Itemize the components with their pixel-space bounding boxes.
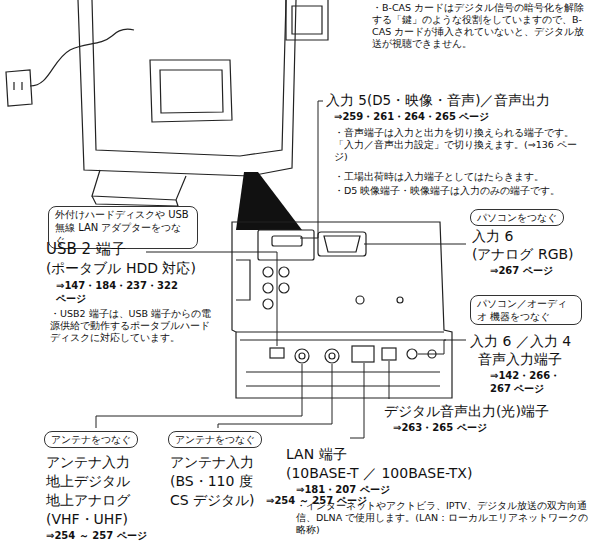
- terminal-heading: 入力 6 ／入力 4: [470, 333, 571, 351]
- illustration-stroke: [112, 29, 134, 36]
- illustration-stroke: [325, 349, 339, 363]
- illustration-stroke: [350, 363, 364, 438]
- illustration-stroke: [14, 82, 22, 90]
- terminal-heading: (アナログ RGB): [472, 246, 574, 264]
- illustration-stroke: [382, 348, 396, 360]
- page-ref: ⇒254 ～ 257 ページ: [266, 495, 367, 508]
- page-ref: ⇒259・261・264・265 ページ: [334, 111, 489, 124]
- connect-hint-box: パソコン／オーディオ 機器をつなぐ: [470, 295, 582, 325]
- page-ref: ⇒142・266・267 ページ: [490, 370, 574, 395]
- illustration-stroke: [324, 236, 360, 252]
- illustration-stroke: [6, 70, 32, 106]
- illustration-stroke: [270, 348, 284, 358]
- illustration-stroke: [246, 372, 440, 386]
- illustration-stroke: [92, 196, 178, 206]
- illustration-stroke: [299, 353, 305, 359]
- terminal-heading: (10BASE-T ／ 100BASE-TX): [286, 465, 472, 483]
- connect-hint-box: パソコンをつなぐ: [470, 209, 564, 226]
- illustration-stroke: [329, 353, 335, 359]
- illustration-stroke: [263, 299, 273, 309]
- illustration-stroke: [352, 346, 374, 362]
- illustration-stroke: [407, 349, 417, 359]
- note: ・USB2 端子は、USB 端子からの電源供給で動作するポータブルハードディスク…: [50, 308, 218, 344]
- terminal-heading: 地上デジタル: [46, 473, 130, 491]
- connect-hint-box: アンテナをつなぐ: [168, 431, 262, 448]
- page-ref: ⇒263・265 ページ: [393, 422, 487, 435]
- illustration-stroke: [279, 283, 289, 293]
- illustration-stroke: [96, 364, 302, 428]
- hint-text: パソコンをつなぐ: [477, 211, 557, 224]
- note: ・音声端子は入力と出力を切り換えられる端子です。「入力／音声出力設定」で切り換え…: [334, 127, 590, 163]
- terminal-heading: 音声入力端子: [478, 351, 562, 369]
- illustration-stroke: [364, 244, 466, 245]
- terminal-heading: LAN 端子: [286, 446, 347, 464]
- illustration-stroke: [236, 331, 444, 332]
- rear-panel: [232, 222, 452, 398]
- terminal-heading: (ポータブル HDD 対応): [46, 260, 196, 278]
- illustration-stroke: [263, 267, 273, 277]
- illustration-stroke: [92, 170, 186, 200]
- illustration-stroke: [292, 6, 322, 34]
- illustration-stroke: [236, 260, 250, 300]
- terminal-heading: アンテナ入力: [170, 454, 254, 472]
- note: ・工場出荷時は入力端子としてはたらきます。: [334, 171, 544, 183]
- hint-text: アンテナをつなぐ: [51, 433, 131, 446]
- page-ref: ⇒147・184・237・322 ページ: [56, 280, 186, 305]
- illustration-stroke: [240, 339, 446, 340]
- terminal-heading: CS デジタル): [170, 492, 255, 510]
- illustration-stroke: [272, 236, 302, 246]
- terminal-heading: (BS・110 度: [170, 473, 253, 491]
- terminal-heading: (VHF・UHF): [46, 511, 128, 529]
- terminal-heading: 入力 5(D5・映像・音声)／音声出力: [326, 92, 550, 109]
- page-ref: ⇒267 ページ: [490, 265, 553, 278]
- illustration-stroke: [418, 340, 466, 354]
- note: ・D5 映像端子・映像端子は入力のみの端子です。: [334, 185, 560, 197]
- illustration-stroke: [92, 0, 286, 156]
- terminal-heading: USB 2 端子: [46, 240, 126, 259]
- illustration-stroke: [286, 0, 328, 40]
- connect-hint-box: アンテナをつなぐ: [44, 431, 138, 448]
- illustration-stroke: [150, 60, 232, 122]
- note: ・B-CAS カードはデジタル信号の暗号化を解除する「鍵」のような役割をしていま…: [372, 2, 592, 50]
- illustration-stroke: [318, 232, 366, 256]
- page-ref: ⇒181・207 ページ: [296, 484, 390, 497]
- illustration-stroke: [295, 349, 309, 363]
- tv-body: [6, 0, 328, 206]
- illustration-stroke: [30, 36, 112, 86]
- illustration-stroke: [160, 70, 223, 113]
- illustration-stroke: [258, 230, 314, 260]
- terminal-heading: 地上アナログ: [46, 492, 130, 510]
- illustration-stroke: [389, 361, 390, 399]
- illustration-stroke: [397, 297, 403, 303]
- zoom-wedge: [236, 172, 302, 230]
- illustration-stroke: [279, 267, 289, 277]
- terminal-heading: 入力 6: [472, 228, 513, 246]
- illustration-stroke: [356, 296, 364, 304]
- hint-text: パソコン／オーディオ 機器をつなぐ: [477, 297, 575, 323]
- illustration-stroke: [232, 222, 452, 398]
- terminal-heading: デジタル音声出力(光)端子: [384, 403, 549, 421]
- illustration-stroke: [263, 283, 273, 293]
- terminal-heading: アンテナ入力: [46, 454, 130, 472]
- illustration-stroke: [218, 364, 332, 428]
- illustration-stroke: [300, 101, 323, 238]
- hint-text: アンテナをつなぐ: [175, 433, 255, 446]
- page-ref: ⇒254 ～ 257 ページ: [46, 530, 147, 543]
- illustration-stroke: [78, 0, 296, 176]
